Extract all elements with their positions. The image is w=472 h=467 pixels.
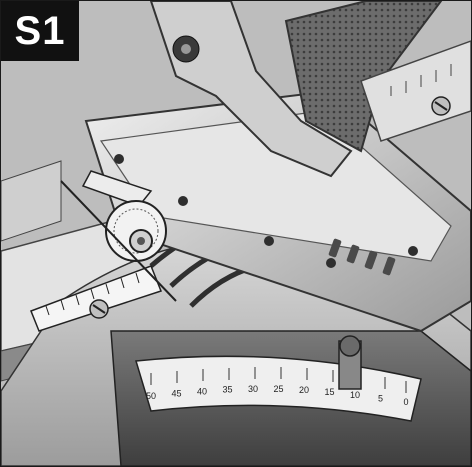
miter-lock-knob bbox=[338, 335, 362, 390]
miter-scale-number: 10 bbox=[350, 390, 360, 400]
fence-screws bbox=[89, 96, 451, 319]
miter-scale-number: 30 bbox=[248, 384, 258, 394]
miter-scale-number: 45 bbox=[171, 389, 181, 399]
right-fence bbox=[360, 40, 471, 142]
step-badge: S1 bbox=[1, 1, 79, 61]
miter-scale-number: 40 bbox=[197, 386, 207, 396]
miter-scale-number: 5 bbox=[378, 393, 383, 403]
miter-scale-number: 35 bbox=[222, 385, 232, 395]
saw-handle bbox=[149, 1, 443, 178]
miter-scale-number: 50 bbox=[146, 391, 156, 401]
miter-scale-number: 15 bbox=[324, 387, 334, 397]
miter-scale-number: 25 bbox=[273, 384, 283, 394]
miter-scale-number: 0 bbox=[403, 397, 408, 407]
angle-gauge-tool bbox=[30, 170, 177, 332]
miter-scale-number: 20 bbox=[299, 385, 309, 395]
front-base bbox=[110, 330, 471, 466]
